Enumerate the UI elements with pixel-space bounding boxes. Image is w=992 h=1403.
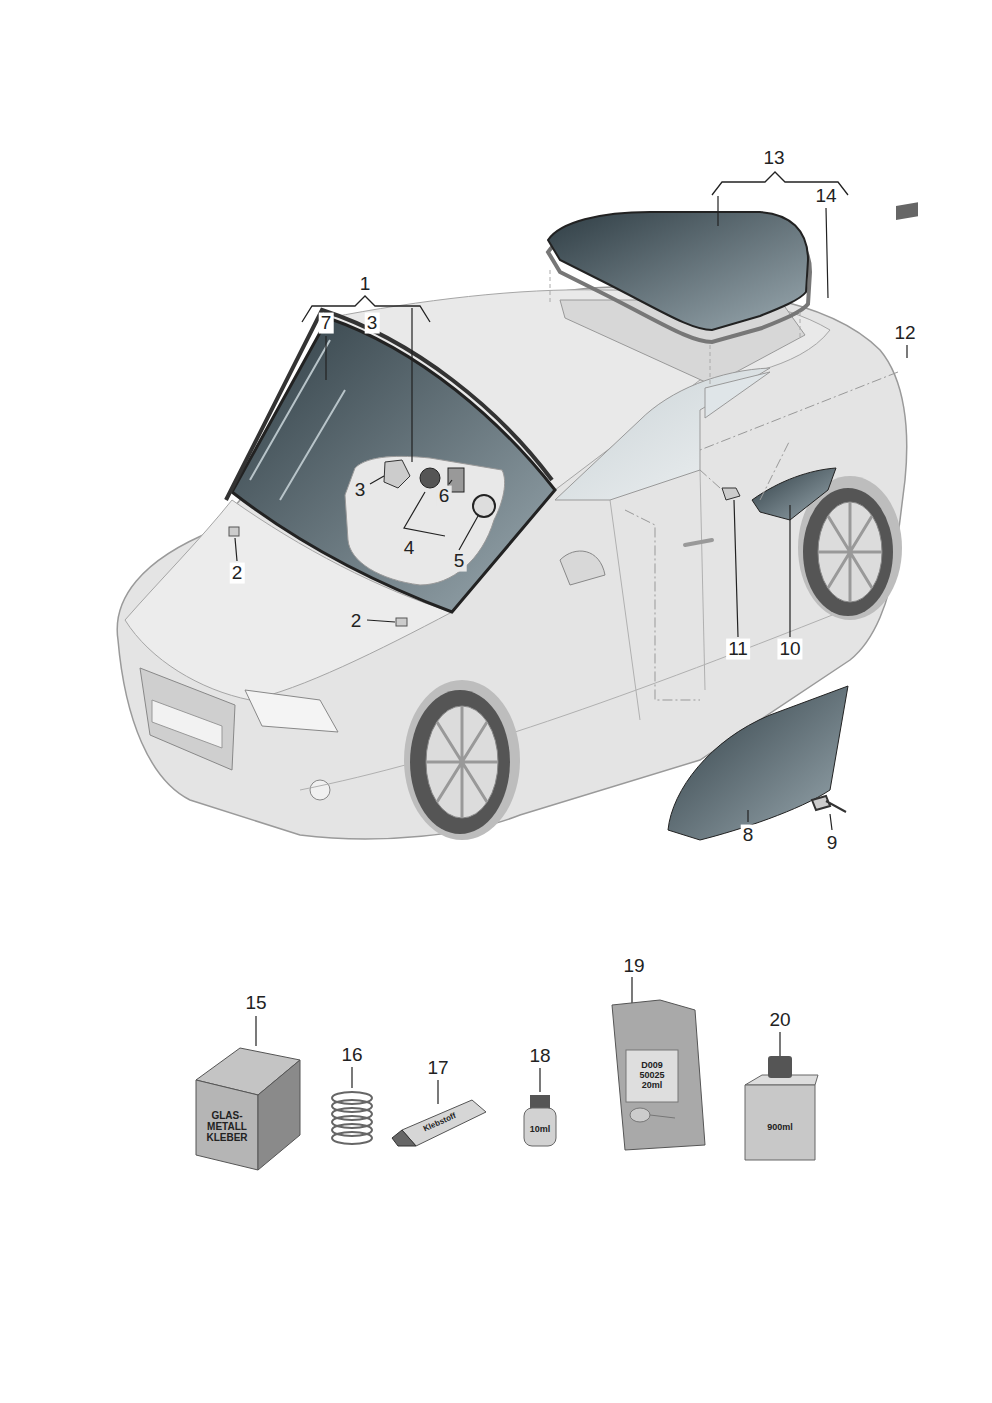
rim	[818, 502, 882, 602]
mirror-mount	[384, 460, 410, 488]
callout-number: 11	[726, 639, 750, 660]
sticker	[896, 202, 918, 220]
callout-number: 15	[243, 993, 268, 1014]
callout-number: 8	[741, 825, 756, 846]
bottle-cap	[768, 1056, 792, 1078]
spokes	[426, 706, 498, 818]
callout-number: 20	[767, 1010, 792, 1031]
bag-detail	[630, 1108, 675, 1122]
bottle	[524, 1108, 556, 1146]
plate	[152, 700, 222, 748]
quarter-glass	[752, 468, 836, 520]
headlight	[245, 690, 338, 732]
side-window	[555, 368, 770, 500]
windshield	[232, 318, 555, 612]
callout-number: 17	[425, 1058, 450, 1079]
adhesive-box	[196, 1080, 258, 1170]
bottle	[745, 1085, 815, 1160]
package-text: Klebstoff	[422, 1112, 457, 1134]
detail-area	[345, 456, 505, 585]
callout-number: 2	[349, 611, 364, 632]
tyre	[803, 488, 893, 616]
bag	[612, 1000, 705, 1150]
callout-number: 6	[437, 486, 452, 507]
tyre	[410, 690, 510, 834]
bracket-2	[396, 618, 407, 626]
door-handle	[685, 540, 712, 545]
mirror	[560, 551, 605, 585]
tube	[402, 1100, 486, 1146]
rear-quarter-window	[705, 372, 770, 418]
clip	[722, 488, 740, 500]
bracket-2	[229, 527, 239, 536]
windshield-reflection	[250, 340, 345, 500]
callout-number: 18	[527, 1046, 552, 1067]
guide-lines	[550, 270, 800, 386]
grille	[140, 668, 235, 770]
callout-number: 14	[813, 186, 838, 207]
guide-lines	[625, 372, 898, 700]
cord-spring	[332, 1092, 372, 1144]
callout-number: 19	[621, 956, 646, 977]
screw	[812, 796, 846, 812]
callout-number: 1	[358, 274, 373, 295]
callout-number: 2	[230, 563, 245, 584]
callout-number: 9	[825, 833, 840, 854]
callout-number: 3	[353, 480, 368, 501]
callout-number: 5	[452, 551, 467, 572]
spokes	[818, 502, 882, 602]
package-text: D009 50025 20ml	[630, 1061, 674, 1091]
rim	[426, 706, 498, 818]
callout-number: 10	[777, 639, 802, 660]
callout-number: 4	[402, 538, 417, 559]
adhesive-box	[258, 1060, 300, 1170]
sunroof-glass	[548, 212, 808, 330]
callout-number: 12	[892, 323, 917, 344]
tube-nozzle	[392, 1130, 416, 1146]
package-text: 900ml	[767, 1123, 793, 1133]
package-text: 10ml	[530, 1125, 551, 1135]
wheel-arch	[404, 680, 520, 840]
fog-light	[310, 780, 330, 800]
door-line	[610, 470, 705, 720]
leader-lines	[235, 196, 907, 1104]
package-text: GLAS- METALL KLEBER	[203, 1110, 251, 1143]
callout-number: 3	[365, 313, 380, 334]
bag-label	[626, 1050, 678, 1102]
callout-number: 16	[339, 1045, 364, 1066]
sensor-ring	[473, 495, 495, 517]
callout-number: 7	[319, 313, 334, 334]
callout-number: 13	[761, 148, 786, 169]
door-glass	[668, 686, 848, 840]
